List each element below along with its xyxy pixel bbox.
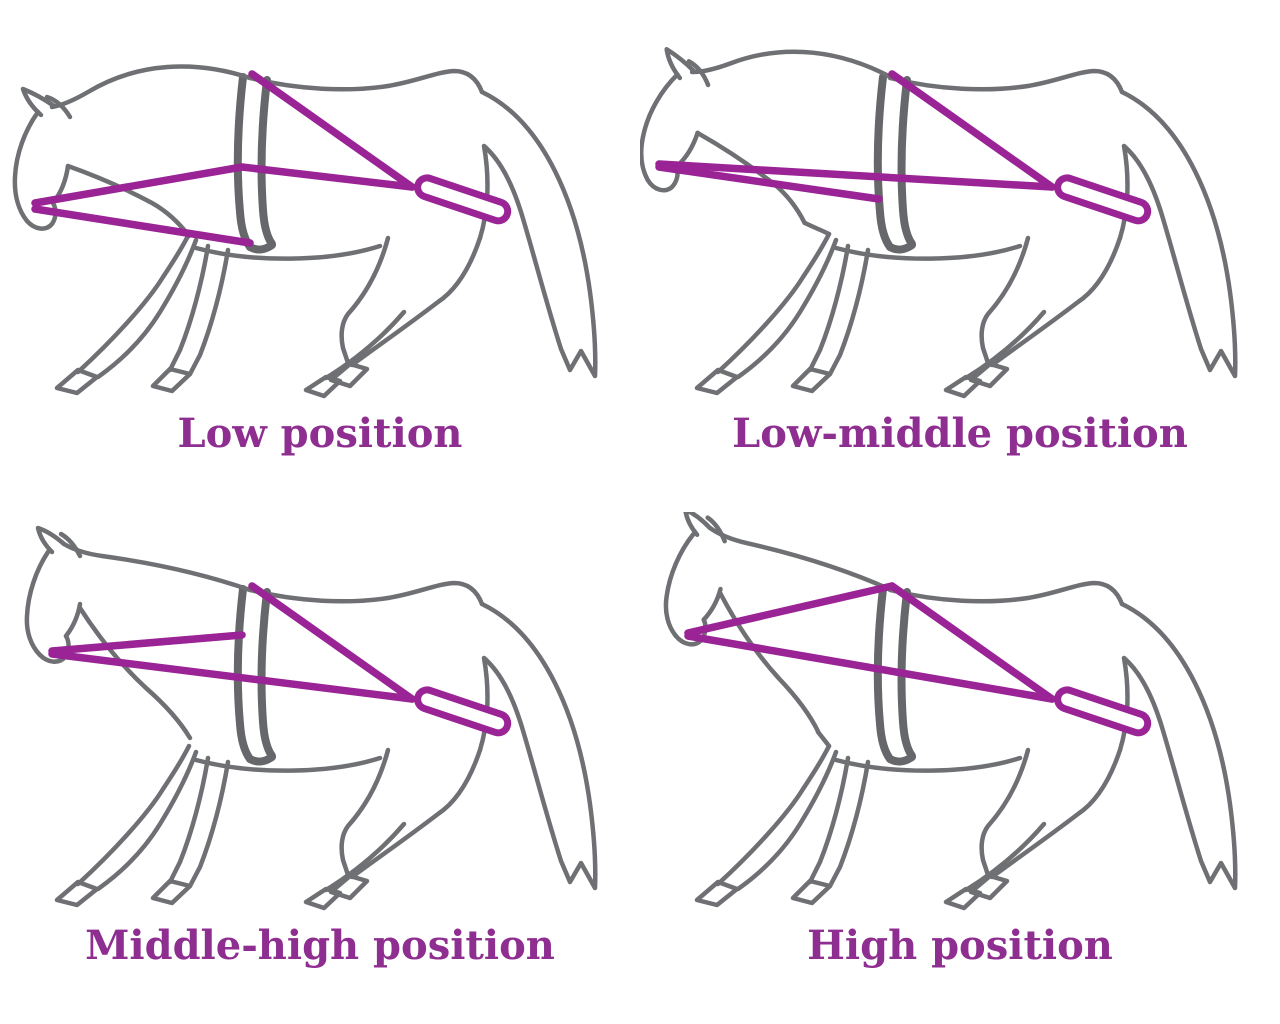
panel-low-position: Low position bbox=[0, 0, 640, 512]
hindquarter-pulley-loop bbox=[1055, 687, 1150, 735]
chest-connector-line bbox=[802, 220, 832, 237]
horse-body-outline bbox=[57, 71, 595, 396]
horse-low-middle-position-illustration bbox=[640, 0, 1280, 400]
horse-body-outline bbox=[57, 583, 595, 908]
panel-caption: High position bbox=[807, 922, 1113, 969]
panel-middle-high-position: Middle-high position bbox=[0, 512, 640, 1024]
training-aid-ropes-high bbox=[684, 582, 1150, 735]
horse-low-position-illustration bbox=[0, 0, 640, 400]
horse-high-position-illustration bbox=[640, 512, 1280, 912]
horse-head-raised-outline bbox=[640, 26, 894, 234]
horse-middle-high-position-illustration bbox=[0, 512, 640, 912]
panel-low-middle-position: Low-middle position bbox=[640, 0, 1280, 512]
training-aid-ropes-low bbox=[31, 70, 510, 247]
horse-head-highest-outline bbox=[656, 512, 897, 737]
hindquarter-pulley-loop bbox=[1055, 175, 1150, 223]
horse-body-outline bbox=[697, 71, 1235, 396]
chest-connector-line bbox=[815, 729, 832, 749]
panel-caption: Low position bbox=[177, 410, 463, 457]
training-aid-ropes-low-middle bbox=[655, 70, 1150, 223]
panel-high-position: High position bbox=[640, 512, 1280, 1024]
training-aid-ropes-middle-high bbox=[48, 582, 510, 735]
hindquarter-pulley-loop bbox=[415, 175, 510, 223]
hindquarter-pulley-loop bbox=[415, 687, 510, 735]
horse-head-high-outline bbox=[27, 528, 250, 738]
horse-body-outline bbox=[697, 583, 1235, 908]
panel-caption: Middle-high position bbox=[85, 922, 555, 969]
panel-caption: Low-middle position bbox=[732, 410, 1188, 457]
